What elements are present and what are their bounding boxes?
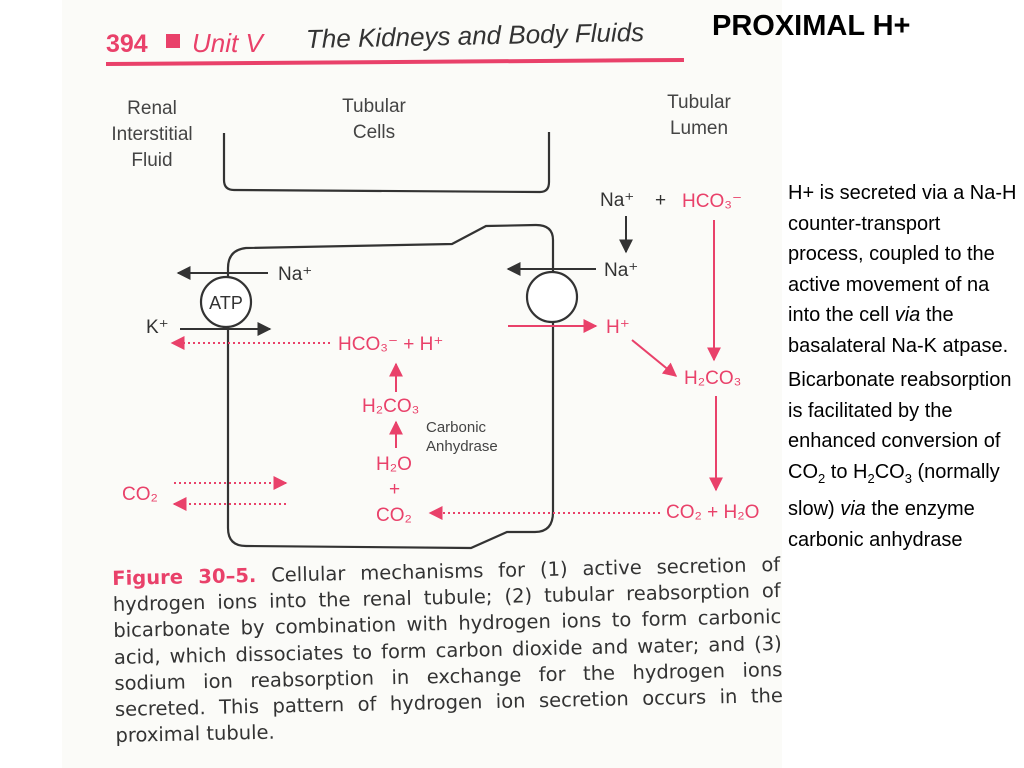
book-unit-label: Unit V (192, 28, 263, 58)
notes-p2-text-d: (normally slow) (788, 460, 1000, 521)
notes-p2-via: via (840, 498, 866, 520)
h-to-h2co3-arrow (631, 339, 678, 377)
lumen-h2co3-label: H₂CO₃ (684, 368, 741, 389)
slide-notes: H+ is secreted via a Na-H counter-transp… (788, 178, 1020, 555)
enzyme-label-2: Anhydrase (426, 438, 498, 455)
figure-label: Figure 30–5. (112, 563, 257, 590)
na-out-label: Na⁺ (278, 264, 312, 285)
region-label-interstitial-3: Fluid (131, 150, 172, 171)
region-label-cells-1: Tubular (342, 96, 406, 117)
notes-p2-text-b: to H (825, 460, 868, 483)
k-in-label: K⁺ (146, 317, 169, 338)
lumen-h-label: H⁺ (606, 317, 630, 338)
notes-p1-text-a: H+ is secreted via a Na-H counter-transp… (788, 182, 1017, 326)
lumen-na-label: Na⁺ (600, 190, 634, 211)
region-label-lumen-1: Tubular (667, 92, 731, 113)
region-label-cells-2: Cells (353, 122, 395, 143)
interstitial-co2-label: CO₂ (122, 484, 158, 505)
cell-hco3-h-label: HCO₃⁻ + H⁺ (338, 334, 443, 355)
cell-h2co3-label: H₂CO₃ (362, 396, 419, 417)
notes-p1-via: via (894, 304, 921, 326)
lumen-co2-h2o-label: CO₂ + H₂O (666, 502, 759, 523)
notes-p2-text-c: CO (874, 460, 905, 483)
region-label-interstitial-2: Interstitial (111, 124, 192, 145)
enzyme-label-1: Carbonic (426, 419, 487, 436)
lumen-plus-sign: + (655, 190, 666, 211)
notes-p2-sub-1: 2 (818, 470, 826, 486)
cell-plus-sign: + (389, 479, 400, 500)
na-k-atpase-pump (199, 275, 253, 329)
slide-title: PROXIMAL H+ (712, 10, 911, 42)
atp-label: ATP (209, 293, 243, 313)
region-label-interstitial-1: Renal (127, 98, 177, 119)
textbook-page (62, 0, 782, 768)
cell-h2o-label: H₂O (376, 454, 412, 475)
cell-co2-label: CO₂ (376, 505, 412, 526)
lumen-na-entering-label: Na⁺ (604, 260, 638, 281)
notes-p2-sub-2: 2 (867, 470, 875, 486)
notes-paragraph-1: H+ is secreted via a Na-H counter-transp… (788, 178, 1020, 361)
figure-caption: Figure 30–5. Cellular mechanisms for (1)… (112, 552, 784, 749)
region-label-lumen-2: Lumen (670, 118, 728, 139)
na-h-exchanger (525, 270, 579, 324)
notes-paragraph-2: Bicarbonate reabsorption is facilitated … (788, 365, 1020, 555)
notes-p1-text-b: the basalateral Na-K atpase. (788, 304, 1009, 357)
book-page-number: 394 (106, 30, 148, 58)
upper-cell-outline (222, 132, 551, 194)
notes-p2-sub-3: 3 (904, 470, 912, 486)
notes-p2-text-a: Bicarbonate reabsorption is facilitated … (788, 369, 1012, 483)
header-square-icon (166, 34, 180, 48)
notes-p2-text-e: the enzyme carbonic anhydrase (788, 498, 975, 551)
lumen-hco3-label: HCO₃⁻ (682, 191, 742, 212)
